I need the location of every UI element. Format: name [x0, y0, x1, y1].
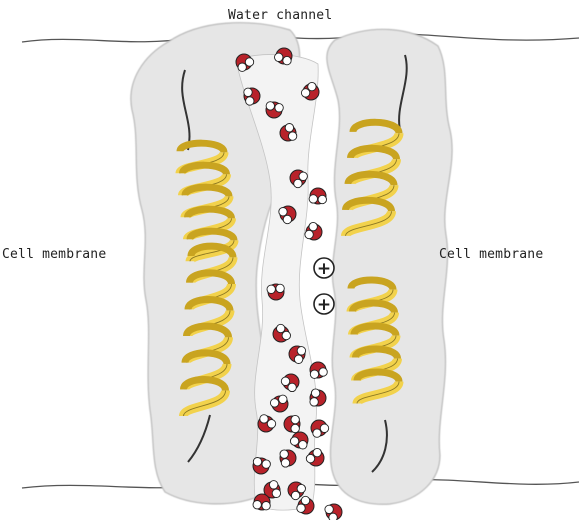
positive-charge-1: +	[314, 258, 334, 279]
water-molecule	[309, 188, 326, 204]
water-channel-label: Water channel	[228, 8, 332, 23]
water-molecule	[305, 222, 322, 240]
cell-membrane-right-label: Cell membrane	[439, 247, 543, 262]
membrane-top-line	[22, 34, 579, 42]
water-molecule	[310, 362, 327, 378]
svg-text:+: +	[317, 295, 331, 315]
water-molecule	[310, 389, 326, 406]
svg-text:+: +	[317, 259, 331, 279]
positive-charge-2: +	[314, 294, 334, 315]
water-molecule	[284, 415, 300, 432]
cell-membrane-left-label: Cell membrane	[2, 247, 106, 262]
right-protein-subunit	[327, 29, 452, 504]
water-molecule	[325, 504, 342, 520]
water-molecule	[311, 420, 329, 437]
